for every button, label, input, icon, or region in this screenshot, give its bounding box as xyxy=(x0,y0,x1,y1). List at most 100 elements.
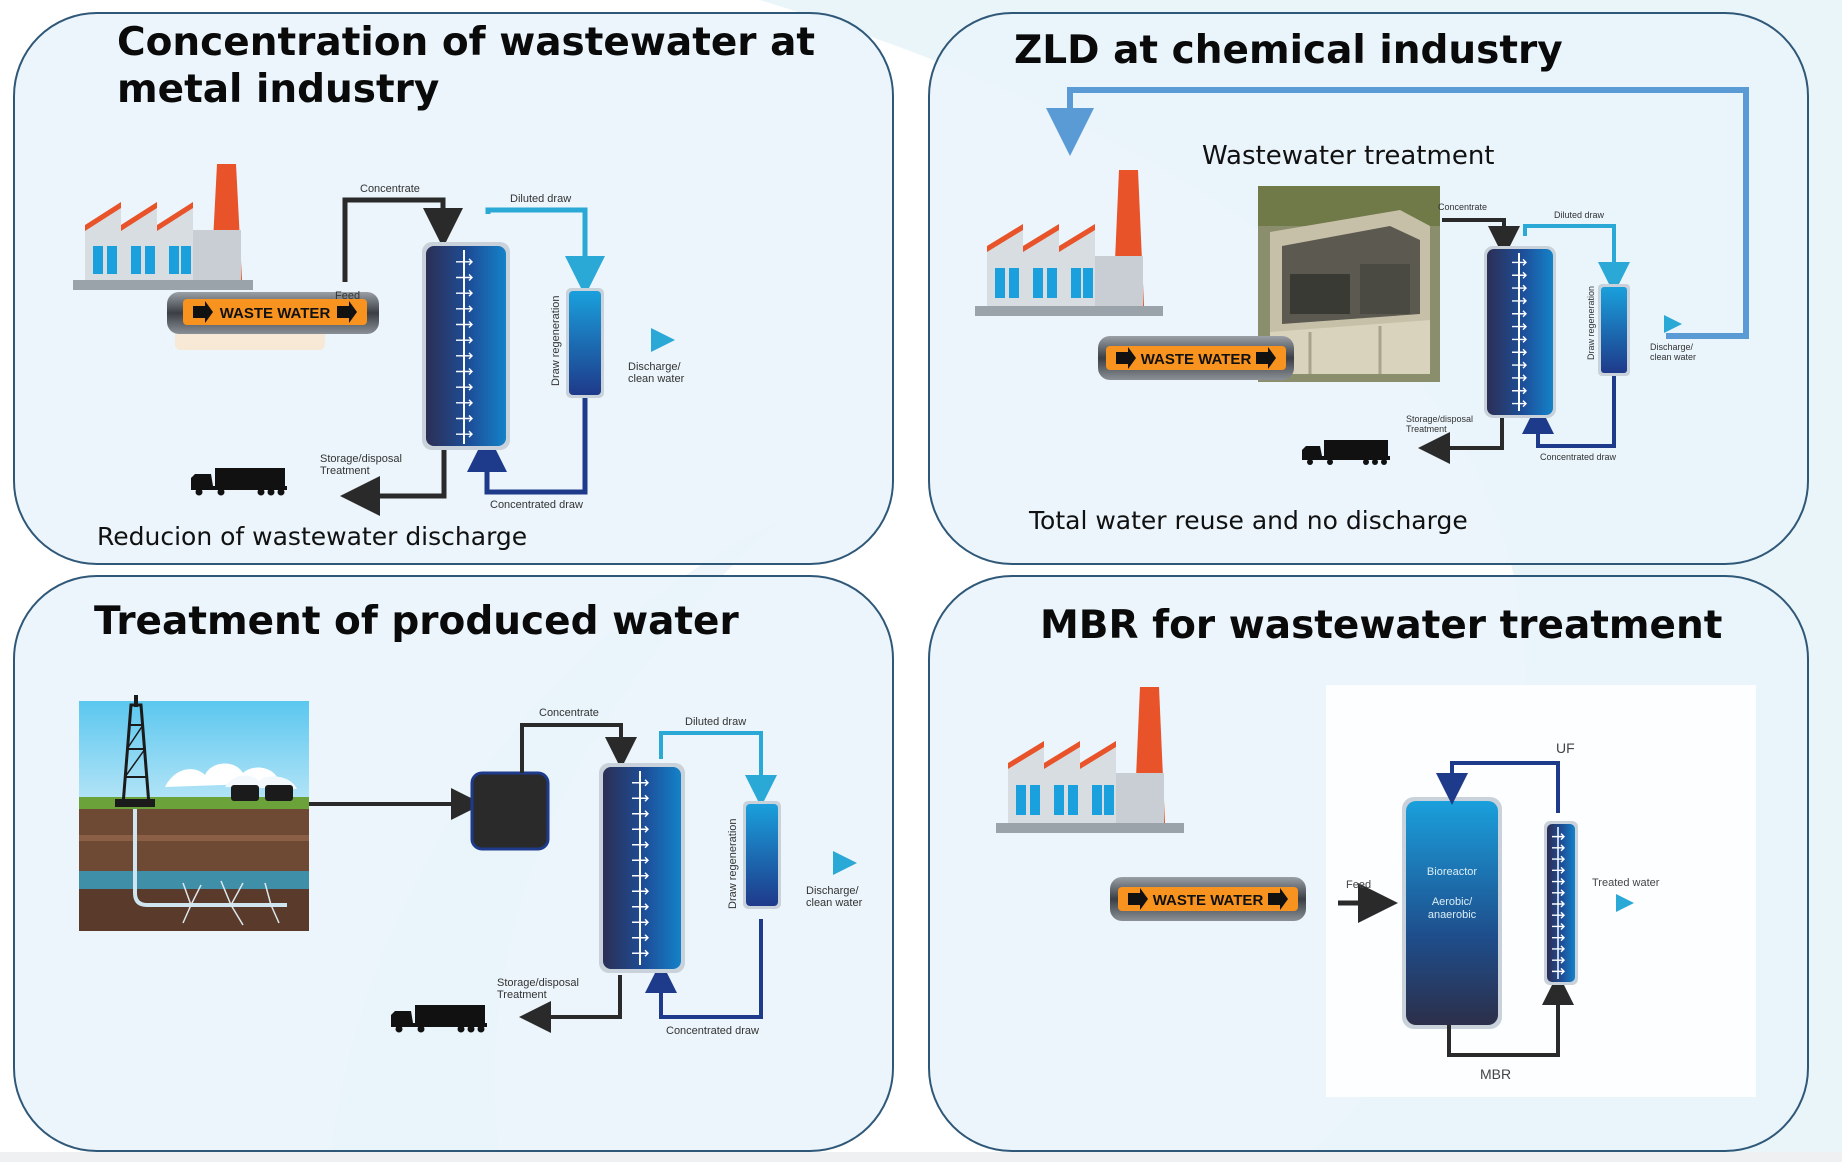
flux-arrow xyxy=(1512,335,1527,343)
produced-water-diagram: Concentrate Diluted draw Draw regenerati… xyxy=(79,695,863,1037)
flux-arrow xyxy=(1512,348,1527,356)
discharge-label: Discharge/ xyxy=(628,361,682,373)
flux-arrow xyxy=(1552,945,1565,953)
flux-arrow xyxy=(1512,310,1527,318)
bioreactor-label: Bioreactor xyxy=(1427,866,1477,878)
clean-water-label: clean water xyxy=(806,897,863,909)
mbr-label: MBR xyxy=(1480,1066,1511,1082)
clean-water-label: clean water xyxy=(1650,352,1696,362)
concentrated-draw-arrow xyxy=(1522,366,1616,448)
flux-arrow xyxy=(632,779,649,787)
concentrate-arrow xyxy=(520,723,637,773)
discharge-label: Discharge/ xyxy=(1650,342,1694,352)
storage-arrow xyxy=(340,450,447,516)
feed-label: Feed xyxy=(1346,879,1371,891)
panel-title: MBR for wastewater treatment xyxy=(1040,603,1723,648)
flux-arrow xyxy=(632,949,649,957)
diluted-draw-label: Diluted draw xyxy=(510,193,571,205)
panel-caption: Reducion of wastewater discharge xyxy=(97,522,528,551)
concentrate-label: Concentrate xyxy=(360,183,420,195)
draw-regeneration-unit xyxy=(1598,284,1630,376)
flux-arrow xyxy=(1512,271,1527,279)
flux-arrow xyxy=(1512,387,1527,395)
feed-label: Feed xyxy=(335,290,360,302)
panel-metal-industry: Concentration of wastewater at metal ind… xyxy=(13,12,894,565)
flux-arrow xyxy=(456,336,473,344)
pretreatment-unit xyxy=(470,771,550,851)
svg-text:WASTE WATER: WASTE WATER xyxy=(1141,351,1252,368)
flux-arrow xyxy=(1552,911,1565,919)
membrane-flux-arrows xyxy=(632,779,649,957)
flux-arrow xyxy=(1512,400,1527,408)
flux-arrow xyxy=(456,289,473,297)
diluted-draw-arrow xyxy=(1523,224,1630,294)
fo-membrane-column xyxy=(1484,246,1556,418)
flux-arrow xyxy=(632,918,649,926)
flux-arrow xyxy=(456,399,473,407)
panel-zld-chemical: ZLD at chemical industry Wastewater trea… xyxy=(928,12,1809,565)
treated-water-label: Treated water xyxy=(1592,877,1660,889)
flux-arrow xyxy=(632,794,649,802)
storage-arrow xyxy=(519,975,622,1033)
bioreactor-tank xyxy=(1402,797,1502,1029)
waste-water-pipe: WASTE WATER xyxy=(1098,336,1294,380)
flux-arrow xyxy=(632,934,649,942)
oil-well-illustration xyxy=(79,695,309,931)
concentrate-label: Concentrate xyxy=(1438,202,1487,212)
flux-arrow xyxy=(456,305,473,313)
diluted-draw-arrow xyxy=(485,207,605,296)
waste-water-pipe: WASTE WATER xyxy=(1110,877,1306,921)
panel-title: Concentration of wastewater at metal ind… xyxy=(117,20,816,112)
membrane-flux-arrows xyxy=(1552,833,1565,975)
flux-arrow xyxy=(1512,258,1527,266)
flux-arrow xyxy=(632,903,649,911)
membrane-flux-arrows xyxy=(1512,258,1527,408)
panel-title: ZLD at chemical industry xyxy=(1014,28,1563,73)
factory-icon xyxy=(996,687,1184,833)
concentrated-draw-label: Concentrated draw xyxy=(666,1025,759,1037)
flux-arrow xyxy=(632,841,649,849)
flux-arrow xyxy=(632,887,649,895)
factory-icon xyxy=(73,164,253,290)
fo-membrane-column xyxy=(422,242,510,450)
flux-arrow xyxy=(1552,934,1565,942)
mbr-process-diagram: WASTE WATER Feed UF Treated water xyxy=(996,685,1756,1097)
discharge-label: Discharge/ xyxy=(806,885,860,897)
flux-arrow xyxy=(1552,889,1565,897)
svg-text:WASTE WATER: WASTE WATER xyxy=(1153,892,1264,909)
flux-arrow xyxy=(1512,284,1527,292)
flux-arrow xyxy=(1552,967,1565,975)
uf-label: UF xyxy=(1556,740,1575,756)
treatment-label: Treatment xyxy=(497,989,547,1001)
flux-arrow xyxy=(456,383,473,391)
concentrate-arrow xyxy=(342,197,463,282)
flux-arrow xyxy=(1552,878,1565,886)
storage-label: Storage/disposal xyxy=(1406,414,1473,424)
draw-regeneration-label: Draw regeneration xyxy=(727,819,739,910)
treatment-label: Treatment xyxy=(1406,424,1447,434)
treatment-label: Treatment xyxy=(320,465,370,477)
truck-icon xyxy=(1302,440,1390,465)
flux-arrow xyxy=(456,274,473,281)
metal-process-diagram: WASTE WATER xyxy=(73,164,685,516)
flux-arrow xyxy=(632,810,649,818)
aerobic-label: Aerobic/ xyxy=(1432,896,1473,908)
flux-arrow xyxy=(1552,855,1565,863)
bottom-bar xyxy=(0,1152,1842,1162)
flux-arrow xyxy=(632,825,649,833)
flux-arrow xyxy=(1512,297,1527,305)
storage-arrow xyxy=(1418,418,1504,464)
flux-arrow xyxy=(456,352,473,360)
flux-arrow xyxy=(456,321,473,328)
draw-regeneration-label: Draw regeneration xyxy=(550,296,562,387)
flux-arrow xyxy=(1512,323,1527,331)
truck-icon xyxy=(191,468,287,496)
draw-regeneration-unit xyxy=(743,801,781,909)
flux-arrow xyxy=(456,258,473,266)
mbr-return-arrow xyxy=(1447,973,1574,1057)
draw-regeneration-unit xyxy=(566,288,604,398)
uf-membrane-module xyxy=(1544,821,1578,985)
panel-caption: Total water reuse and no discharge xyxy=(1029,506,1468,535)
storage-label: Storage/disposal xyxy=(320,453,402,465)
